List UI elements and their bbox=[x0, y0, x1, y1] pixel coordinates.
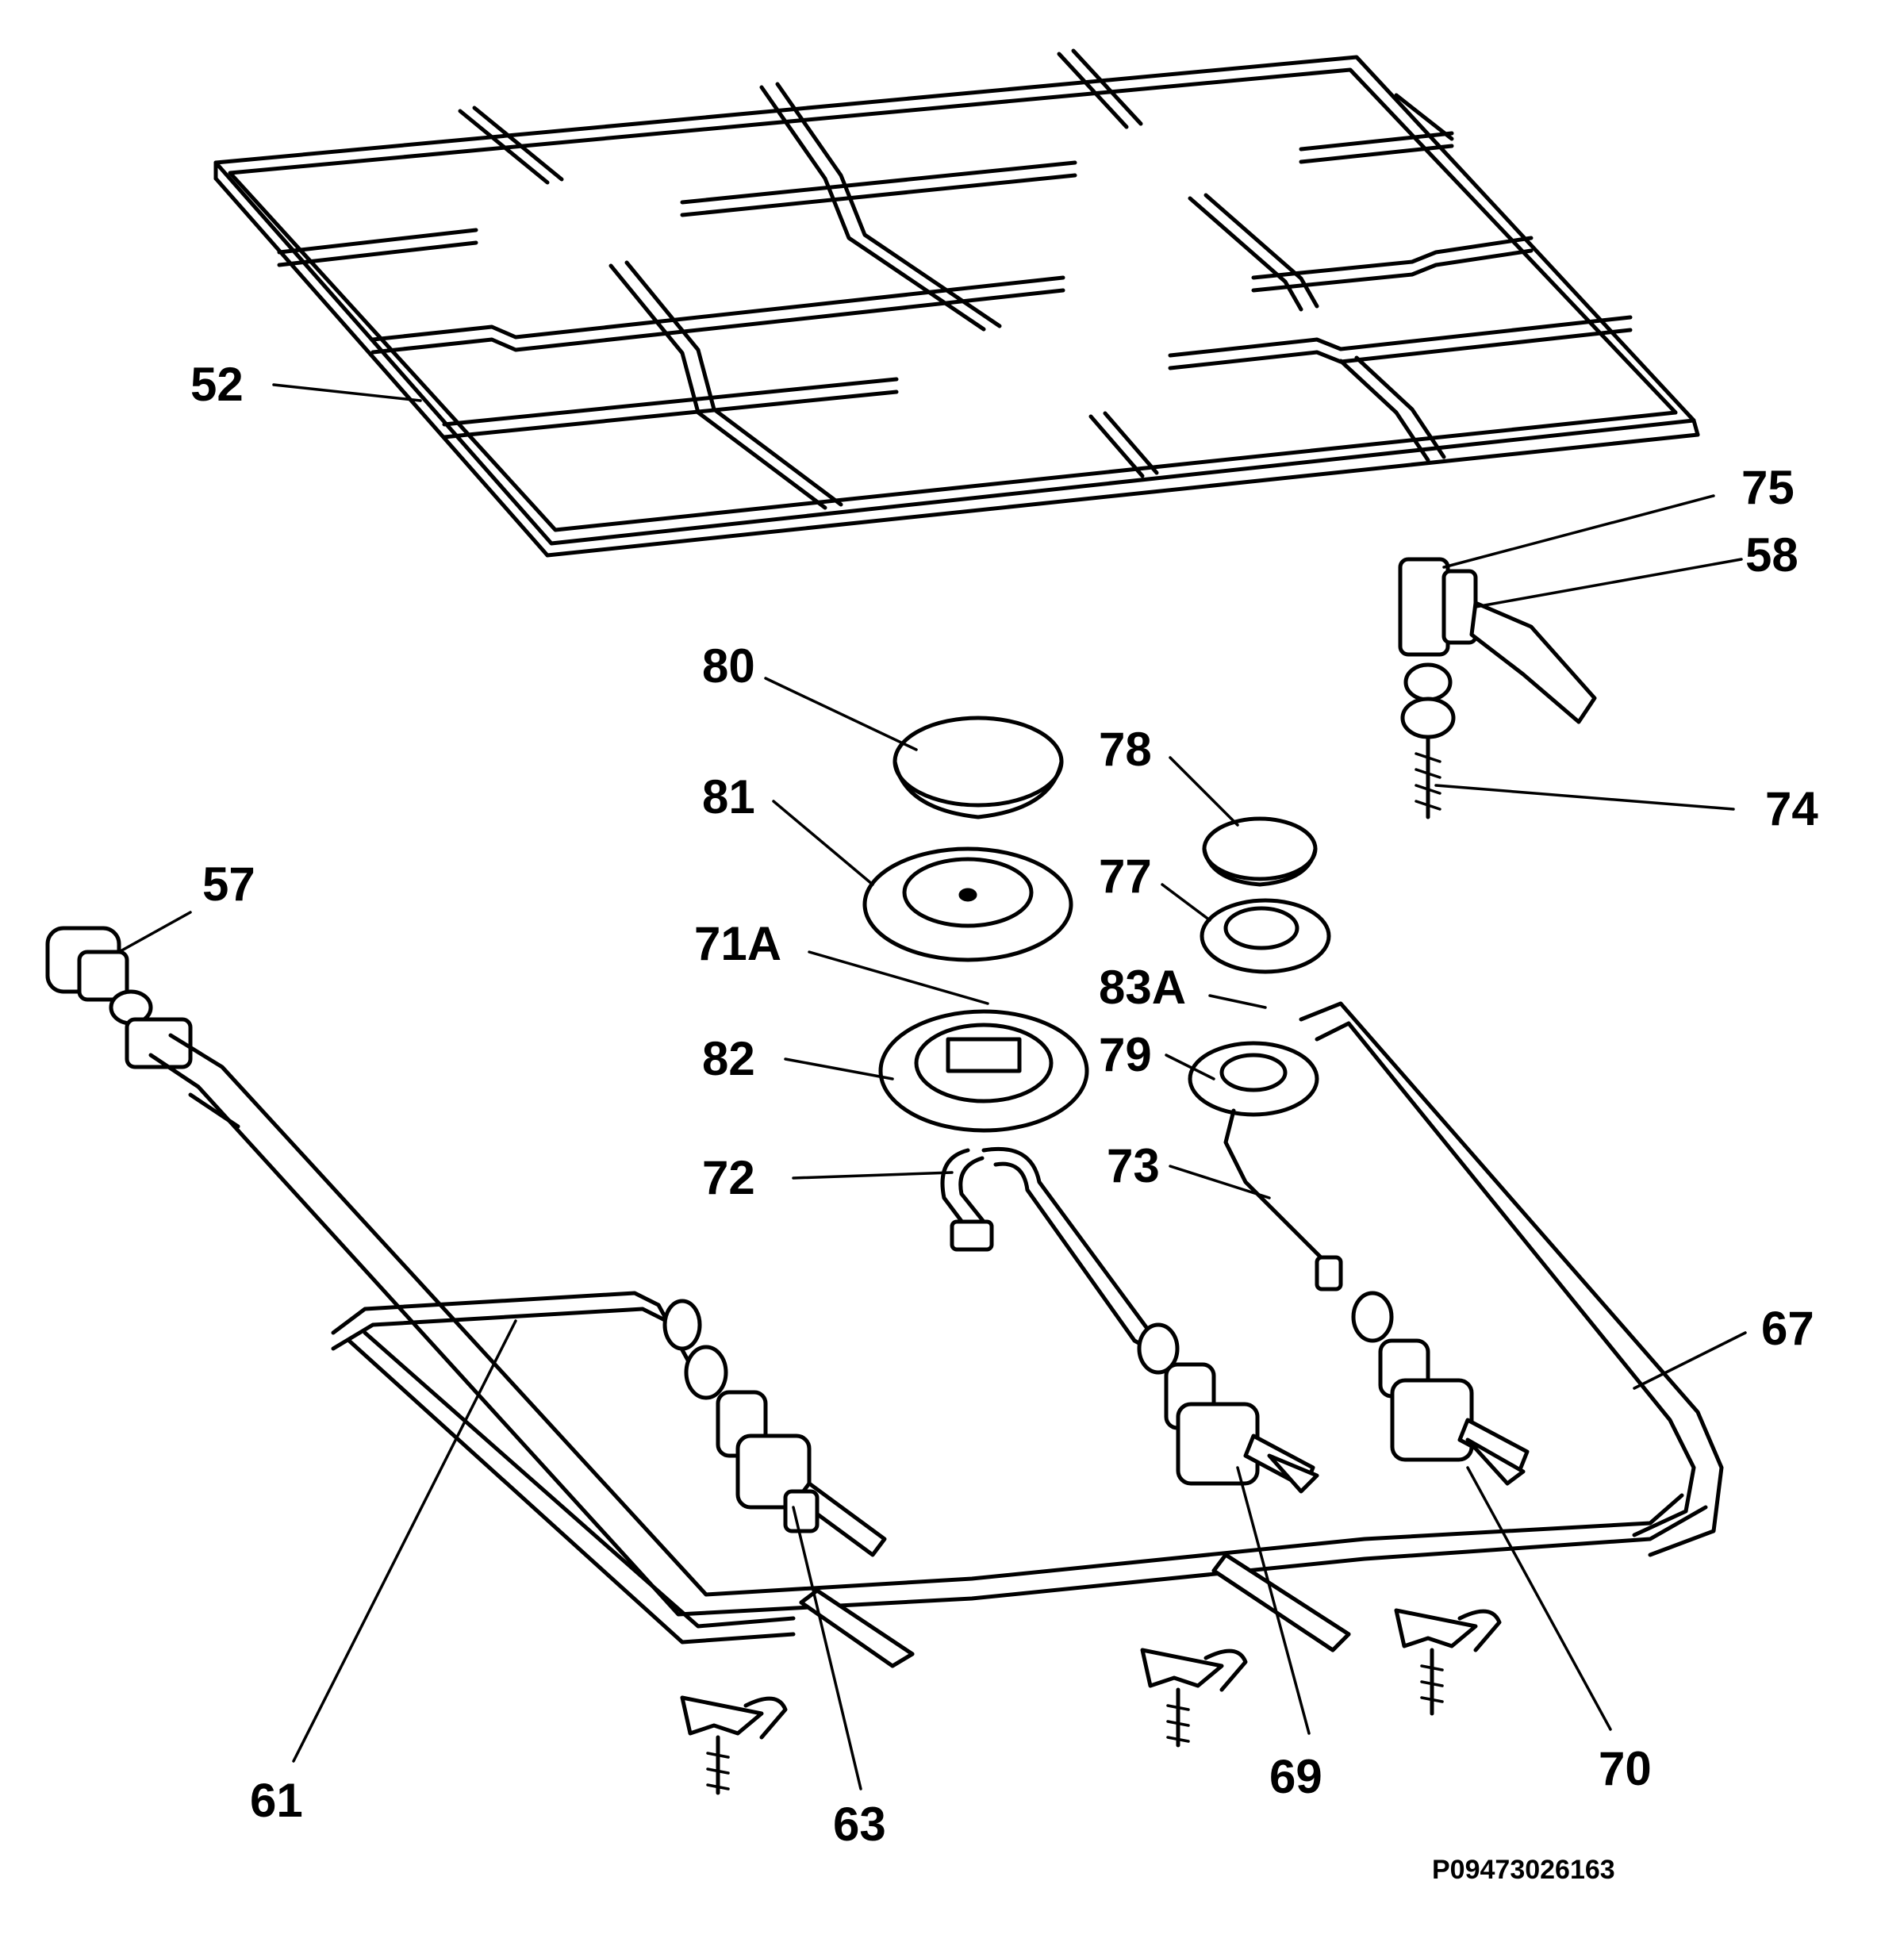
thermocouple bbox=[1223, 1108, 1343, 1291]
callout-82: 82 bbox=[702, 1032, 755, 1085]
callout-52: 52 bbox=[190, 358, 244, 411]
leader-78 bbox=[1169, 756, 1239, 827]
leader-61 bbox=[292, 1319, 517, 1763]
pipe-mounting-brackets bbox=[799, 1552, 1351, 1668]
fixing-clip-left bbox=[680, 1695, 788, 1795]
callout-73: 73 bbox=[1107, 1139, 1160, 1192]
callout-75: 75 bbox=[1741, 461, 1795, 514]
callout-61: 61 bbox=[250, 1774, 303, 1827]
callout-83A: 83A bbox=[1099, 961, 1186, 1014]
pan-support-grid bbox=[213, 48, 1700, 558]
leader-67 bbox=[1633, 1331, 1747, 1390]
leader-lines bbox=[117, 383, 1747, 1790]
right-gas-pipe bbox=[347, 1001, 1724, 1645]
callout-57: 57 bbox=[202, 858, 255, 911]
large-burner-cap bbox=[892, 716, 1064, 819]
fixing-clip-middle bbox=[1140, 1648, 1248, 1748]
leader-83A bbox=[1208, 994, 1267, 1009]
small-burner-base bbox=[1188, 1041, 1319, 1117]
leader-73 bbox=[1169, 1165, 1271, 1199]
callout-80: 80 bbox=[702, 639, 755, 693]
large-burner-crown bbox=[862, 846, 1073, 962]
injector-pipe bbox=[940, 1146, 1177, 1361]
leader-52 bbox=[272, 383, 422, 402]
document-code: P09473026163 bbox=[1432, 1855, 1615, 1885]
callout-71A: 71A bbox=[694, 917, 781, 970]
callout-77: 77 bbox=[1099, 850, 1152, 903]
callout-63: 63 bbox=[833, 1798, 886, 1851]
leader-71A bbox=[808, 950, 989, 1005]
leader-75 bbox=[1442, 494, 1715, 569]
leader-81 bbox=[772, 800, 874, 886]
callout-74: 74 bbox=[1765, 782, 1818, 835]
callout-79: 79 bbox=[1099, 1028, 1152, 1081]
small-burner-cap bbox=[1202, 816, 1318, 887]
leader-70 bbox=[1466, 1466, 1612, 1731]
gas-valve-70 bbox=[1351, 1291, 1530, 1486]
leader-79 bbox=[1165, 1054, 1215, 1080]
leader-69 bbox=[1236, 1466, 1311, 1735]
callout-72: 72 bbox=[702, 1151, 755, 1204]
callout-67: 67 bbox=[1761, 1302, 1814, 1355]
gas-inlet-connector bbox=[45, 926, 193, 1069]
leader-82 bbox=[784, 1057, 894, 1080]
callout-81: 81 bbox=[702, 770, 755, 823]
leader-63 bbox=[792, 1506, 862, 1790]
callout-70: 70 bbox=[1599, 1742, 1652, 1795]
callout-78: 78 bbox=[1099, 723, 1152, 776]
leader-77 bbox=[1161, 883, 1211, 922]
leader-57 bbox=[117, 911, 192, 954]
callout-58: 58 bbox=[1745, 528, 1798, 581]
leader-72 bbox=[792, 1171, 954, 1180]
callout-labels: 52 75 58 80 78 74 81 57 77 71A 83A 82 79… bbox=[190, 358, 1818, 1851]
small-burner-crown bbox=[1200, 898, 1331, 974]
leader-74 bbox=[1434, 784, 1735, 811]
callout-69: 69 bbox=[1269, 1750, 1322, 1803]
oven-valve-assembly bbox=[1398, 557, 1597, 819]
leader-58 bbox=[1474, 558, 1743, 608]
leader-80 bbox=[764, 677, 918, 751]
large-burner-base bbox=[878, 1009, 1089, 1133]
fixing-clip-right bbox=[1394, 1608, 1502, 1716]
